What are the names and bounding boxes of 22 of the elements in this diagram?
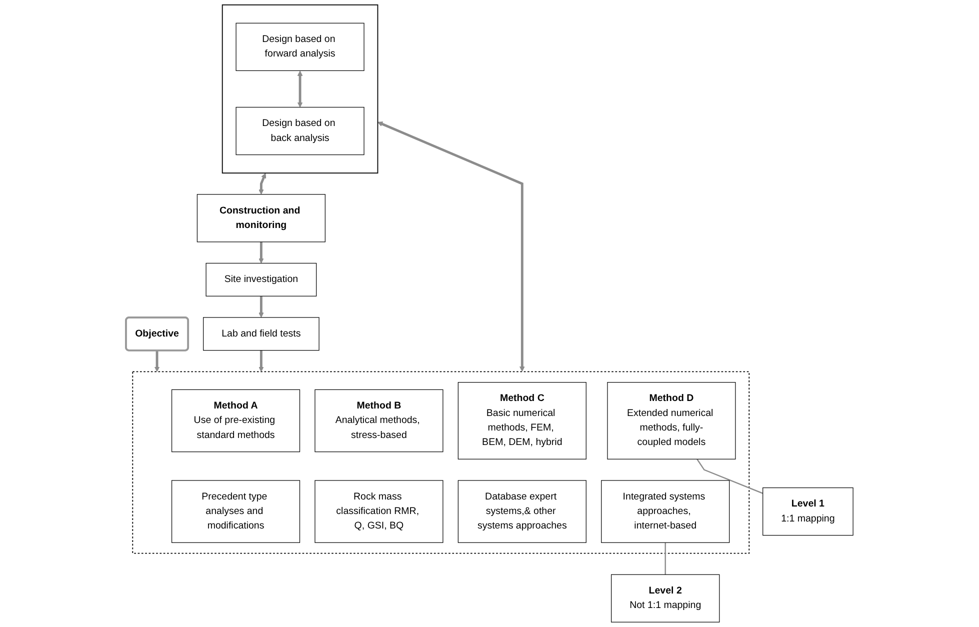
process-box: Integrated systems approaches, internet-based: [601, 480, 730, 543]
arrow: [297, 70, 303, 108]
arrow: [377, 122, 525, 372]
connector-line: [258, 242, 264, 264]
process-box: Method C Basic numerical methods, FEM, BEM, DEM, hybrid: [458, 382, 586, 460]
process-box: Level 1 1:1 mapping: [762, 487, 854, 536]
rounded-box: Objective: [125, 316, 190, 352]
process-box: Precedent type analyses and modifications: [171, 480, 300, 543]
process-box: Design based on forward analysis: [236, 22, 364, 71]
process-box: Lab and field tests: [203, 317, 320, 351]
arrow: [258, 173, 266, 195]
process-box: Method D Extended numerical methods, fully-coupled models: [607, 382, 736, 460]
arrow: [258, 296, 264, 318]
process-box: Database expert systems,& other systems approaches: [458, 480, 586, 543]
process-box: Design based on back analysis: [236, 106, 364, 156]
process-box: Site investigation: [206, 262, 317, 296]
process-box: Method B Analytical methods, stress-based: [314, 389, 444, 452]
process-box: Rock mass classification RMR, Q, GSI, BQ: [314, 480, 444, 543]
process-box: Method A Use of pre-existing standard methods: [171, 389, 300, 452]
arrow: [154, 350, 160, 372]
process-box: Construction and monitoring: [196, 194, 326, 242]
process-box: Level 2 Not 1:1 mapping: [611, 574, 720, 622]
